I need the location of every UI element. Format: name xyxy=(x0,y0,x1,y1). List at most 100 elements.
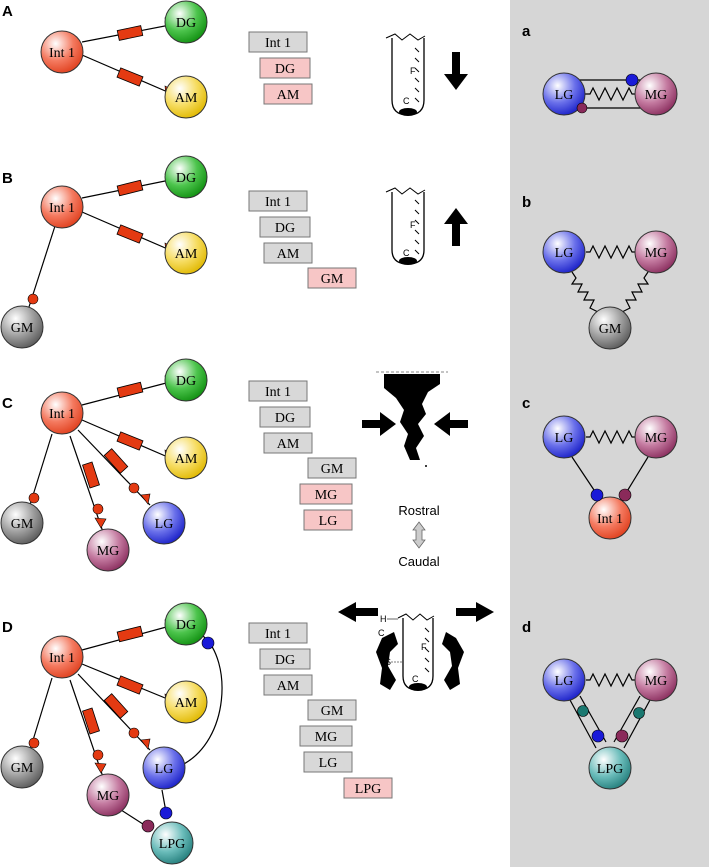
svg-text:LPG: LPG xyxy=(159,837,185,852)
timing-label: GM xyxy=(321,272,344,287)
sketch-label-C: C xyxy=(403,248,410,258)
sketch-label-C: C xyxy=(403,96,410,106)
synapse-bar xyxy=(116,625,144,643)
node-lg: LG xyxy=(542,230,586,274)
svg-text:LPG: LPG xyxy=(597,762,623,777)
panel-d-circuit: LG MG LPG xyxy=(542,658,678,790)
svg-text:MG: MG xyxy=(645,431,668,446)
timing-label: AM xyxy=(277,247,300,262)
svg-text:DG: DG xyxy=(176,16,196,31)
synapse-dot xyxy=(201,636,215,650)
node-lpg: LPG xyxy=(150,821,194,865)
synapse-bar xyxy=(82,461,100,489)
timing-label: MG xyxy=(315,488,338,503)
node-int1: Int 1 xyxy=(40,30,84,74)
sketch-D: F C H C S xyxy=(338,602,494,691)
synapse-dot xyxy=(625,73,639,87)
electrical-coupling xyxy=(570,271,599,313)
panel-B-network: Int 1 DG AM GM xyxy=(0,155,208,349)
timing-label: DG xyxy=(275,653,295,668)
svg-text:LG: LG xyxy=(555,246,574,261)
panel-label-d: d xyxy=(522,619,531,636)
svg-text:GM: GM xyxy=(11,321,34,336)
synapse-dot xyxy=(591,729,605,743)
sketch-label-F: F xyxy=(410,220,416,230)
timing-label: AM xyxy=(277,679,300,694)
node-int1: Int 1 xyxy=(40,185,84,229)
arrow-up-icon xyxy=(444,208,468,246)
synapse-bar xyxy=(103,448,129,474)
svg-text:GM: GM xyxy=(11,761,34,776)
timing-label: Int 1 xyxy=(265,195,291,210)
svg-text:DG: DG xyxy=(176,171,196,186)
synapse-bar xyxy=(116,67,144,87)
svg-text:MG: MG xyxy=(645,674,668,689)
panel-label-a: a xyxy=(522,23,531,40)
timing-boxes: Int 1 DG AM Int 1 DG AM GM Int 1 DG AM G… xyxy=(248,31,393,799)
svg-text:MG: MG xyxy=(97,789,120,804)
caudal-label: Caudal xyxy=(398,554,439,569)
synapse-bar xyxy=(116,25,144,41)
sketch-A: F C xyxy=(385,33,468,116)
panel-A-network: Int 1 DG AM xyxy=(40,0,208,119)
synapse-dot xyxy=(141,819,155,833)
timing-label: GM xyxy=(321,462,344,477)
synapse-dot xyxy=(92,503,104,515)
arrow-left-icon xyxy=(434,412,468,436)
timing-label: LG xyxy=(319,514,338,529)
node-int1: Int 1 xyxy=(40,635,84,679)
synapse-dot xyxy=(590,488,604,502)
synapse-bar xyxy=(82,707,100,735)
arrow-down-icon xyxy=(444,52,468,90)
sketch-B: F C xyxy=(385,187,468,265)
node-lg: LG xyxy=(542,72,586,116)
svg-text:Int 1: Int 1 xyxy=(49,651,75,666)
panel-label-C: C xyxy=(2,395,13,412)
node-gm: GM xyxy=(0,501,44,545)
synapse-dot xyxy=(128,727,140,739)
panel-label-B: B xyxy=(2,170,13,187)
panel-label-A: A xyxy=(2,3,13,20)
electrical-coupling xyxy=(621,271,650,313)
node-am: AM xyxy=(164,436,208,480)
timing-label: DG xyxy=(275,62,295,77)
synapse-dot xyxy=(633,707,645,719)
panel-C-network: Int 1 DG AM GM MG LG xyxy=(0,358,208,572)
node-dg: DG xyxy=(164,602,208,646)
synapse-bar xyxy=(116,431,144,451)
panel-label-b: b xyxy=(522,194,531,211)
svg-text:Int 1: Int 1 xyxy=(49,407,75,422)
synapse-bar xyxy=(116,381,144,399)
synapse-triangle xyxy=(94,762,107,774)
electrical-coupling xyxy=(586,672,635,688)
timing-label: GM xyxy=(321,704,344,719)
node-gm: GM xyxy=(588,306,632,350)
synapse-dot xyxy=(27,293,39,305)
node-mg: MG xyxy=(634,658,678,702)
timing-label: AM xyxy=(277,437,300,452)
svg-text:MG: MG xyxy=(645,246,668,261)
panel-b-circuit: LG MG GM xyxy=(542,230,678,350)
node-int1: Int 1 xyxy=(40,391,84,435)
svg-text:AM: AM xyxy=(175,696,198,711)
node-am: AM xyxy=(164,231,208,275)
node-int1: Int 1 xyxy=(588,496,632,540)
node-dg: DG xyxy=(164,358,208,402)
node-gm: GM xyxy=(0,305,44,349)
double-arrow-icon xyxy=(412,521,426,549)
synapse-triangle xyxy=(94,517,107,529)
synapse-bar xyxy=(116,179,144,197)
timing-label: Int 1 xyxy=(265,385,291,400)
synapse-dot xyxy=(618,488,632,502)
node-mg: MG xyxy=(86,528,130,572)
synapse-bar xyxy=(116,224,144,244)
sketch-C xyxy=(362,371,468,467)
sketch-label-F: F xyxy=(421,642,427,652)
svg-text:LG: LG xyxy=(155,517,174,532)
node-gm: GM xyxy=(0,745,44,789)
timing-label: MG xyxy=(315,730,338,745)
panel-a-circuit: LG MG xyxy=(542,72,678,116)
node-mg: MG xyxy=(634,72,678,116)
timing-label: Int 1 xyxy=(265,36,291,51)
electrical-coupling xyxy=(584,86,640,102)
